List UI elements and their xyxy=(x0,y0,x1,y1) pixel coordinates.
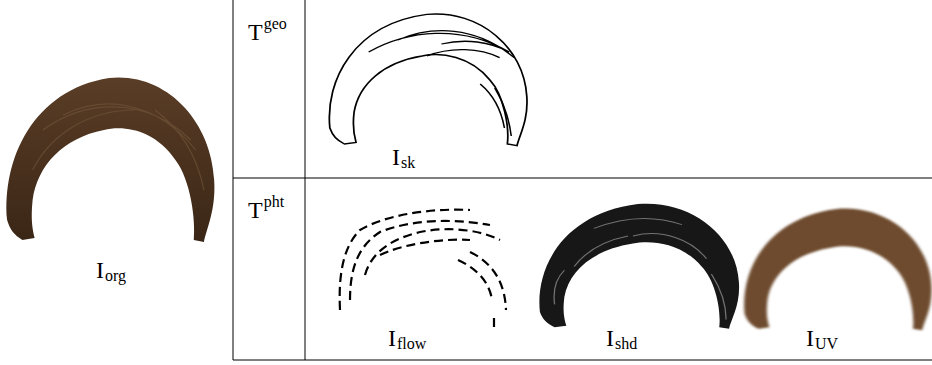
hair-strands xyxy=(33,104,204,190)
symbol-label: I xyxy=(96,258,104,282)
flow-dashes xyxy=(458,260,492,300)
subscript: flow xyxy=(397,336,426,352)
hair-fill xyxy=(7,77,215,242)
flow-dashes xyxy=(493,318,495,328)
table-rule xyxy=(233,178,932,179)
sketch-outline xyxy=(329,14,527,146)
symbol-label: T xyxy=(248,20,263,44)
symbol-label: I xyxy=(392,145,400,169)
subscript: sk xyxy=(401,155,415,171)
flow-dashes xyxy=(380,240,470,255)
table-rule xyxy=(233,360,932,361)
uv-fill xyxy=(744,209,931,331)
subscript: UV xyxy=(815,336,838,352)
symbol-label: T xyxy=(248,198,263,222)
flow-image xyxy=(340,210,506,328)
flow-dashes xyxy=(365,229,500,275)
shading-highlights xyxy=(554,218,726,319)
table-rule xyxy=(305,0,306,360)
sketch-image xyxy=(329,14,527,146)
subscript: shd xyxy=(615,336,637,352)
symbol-label: I xyxy=(806,326,814,350)
sketch-strokes xyxy=(369,31,515,136)
superscript: pht xyxy=(264,194,284,210)
hair-image xyxy=(7,77,215,242)
symbol-label: I xyxy=(606,326,614,350)
symbol-label: I xyxy=(388,326,396,350)
shading-fill xyxy=(539,204,739,329)
superscript: geo xyxy=(264,16,287,32)
shading-image xyxy=(539,204,739,329)
flow-dashes xyxy=(470,252,506,310)
uv-image xyxy=(744,209,931,331)
table-rule xyxy=(233,0,234,360)
subscript: org xyxy=(105,268,126,284)
